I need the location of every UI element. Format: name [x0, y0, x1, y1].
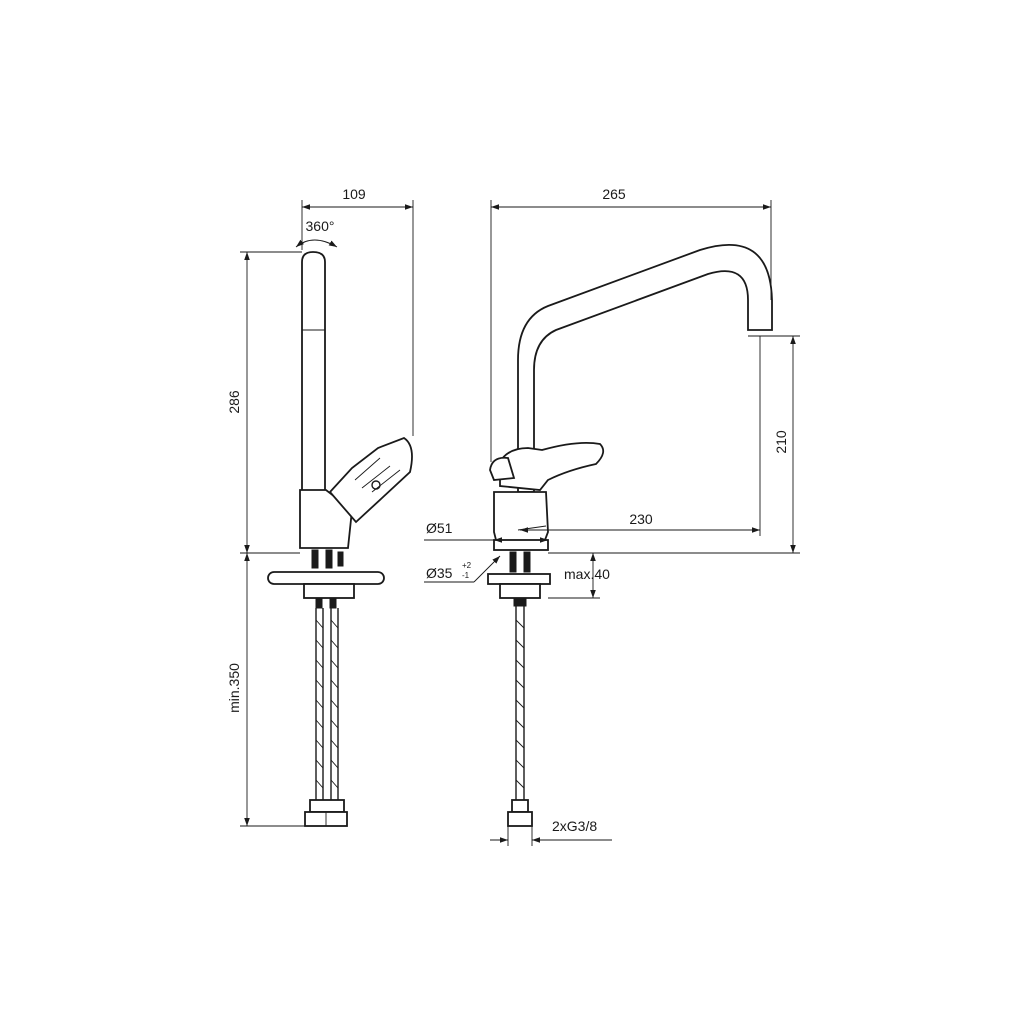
- reach-label-230: 230: [629, 511, 653, 527]
- front-spout: [517, 243, 773, 493]
- handle-indicator: [371, 480, 381, 490]
- width-label-109: 109: [342, 186, 366, 202]
- rotation-label: 360°: [306, 218, 335, 234]
- connection-label: 2xG3/8: [552, 818, 597, 834]
- front-hose: [515, 606, 525, 800]
- side-view: 109 360° 286 min.350: [226, 186, 414, 827]
- hole-diameter-label: Ø35: [426, 565, 453, 581]
- front-fixing-plate: [487, 573, 551, 585]
- rotation-arrow-icon: [295, 239, 338, 248]
- hole-tolerance-lower: -1: [462, 571, 470, 580]
- hole-tolerance-upper: +2: [462, 561, 472, 570]
- front-hose-nut: [507, 811, 533, 827]
- side-deck-plate: [267, 571, 385, 585]
- side-body: [299, 489, 353, 549]
- hose-label-min350: min.350: [226, 663, 242, 713]
- side-handle: [328, 436, 413, 524]
- base-diameter-label: Ø51: [426, 520, 453, 536]
- width-label-265: 265: [602, 186, 626, 202]
- height-label-286: 286: [226, 390, 242, 414]
- dim-leader-d35: [473, 555, 501, 583]
- side-spout: [301, 251, 326, 548]
- front-lever: [499, 441, 605, 491]
- deck-thickness-label: max.40: [564, 566, 610, 582]
- height-label-210: 210: [773, 430, 789, 454]
- front-view: 265 210 230 Ø51 Ø35 +2 -1 max.40 2xG3/8: [424, 186, 800, 846]
